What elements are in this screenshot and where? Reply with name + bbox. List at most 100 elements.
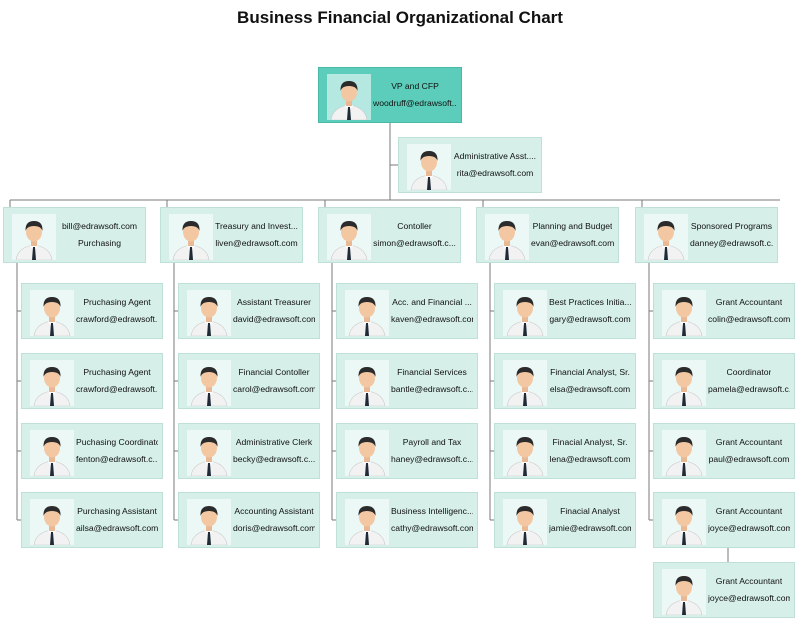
- member-card: Finacial Analyst jamie@edrawsoft.com: [494, 492, 636, 548]
- card-line-2: Purchasing: [78, 238, 121, 248]
- person-avatar-icon: [407, 144, 451, 190]
- card-line-2: haney@edrawsoft.c...: [391, 454, 473, 464]
- member-card: Financial Analyst, Sr.elsa@edrawsoft.com: [494, 353, 636, 409]
- card-line-2: rita@edrawsoft.com: [456, 168, 534, 178]
- member-card: Financial Contoller carol@edrawsoft.com: [178, 353, 320, 409]
- person-avatar-icon: [345, 360, 389, 406]
- card-line-2: lena@edrawsoft.com: [549, 454, 631, 464]
- person-avatar-icon: [345, 430, 389, 476]
- card-line-2: pamela@edrawsoft.c...: [708, 384, 790, 394]
- member-card: Grant Accountant joyce@edrawsoft.com: [653, 492, 795, 548]
- card-line-1: Financial Services: [397, 367, 467, 377]
- department-card: Treasury and Invest...liven@edrawsoft.co…: [160, 207, 303, 263]
- card-line-2: evan@edrawsoft.com: [531, 238, 614, 248]
- card-line-2: joyce@edrawsoft.com: [708, 593, 790, 603]
- member-card: Best Practices Initia... gary@edrawsoft.c…: [494, 283, 636, 339]
- member-card: Coordinator pamela@edrawsoft.c...: [653, 353, 795, 409]
- card-line-1: Business Intelligenc...: [391, 506, 473, 516]
- person-avatar-icon: [187, 360, 231, 406]
- card-line-2: liven@edrawsoft.com: [215, 238, 298, 248]
- card-line-1: Planning and Budget: [532, 221, 613, 231]
- card-line-1: Grant Accountant: [715, 576, 783, 586]
- card-line-2: simon@edrawsoft.c...: [373, 238, 456, 248]
- card-line-1: Grant Accountant: [715, 506, 783, 516]
- card-line-2: danney@edrawsoft.c...: [690, 238, 773, 248]
- person-avatar-icon: [503, 360, 547, 406]
- person-avatar-icon: [503, 290, 547, 336]
- person-avatar-icon: [187, 290, 231, 336]
- person-avatar-icon: [30, 499, 74, 545]
- department-card: Sponsored Programs danney@edrawsoft.c...: [635, 207, 778, 263]
- card-line-1: Purchasing Assistant: [77, 506, 157, 516]
- card-line-1: Coordinator: [726, 367, 772, 377]
- card-line-1: Grant Accountant: [715, 297, 783, 307]
- card-line-1: Administrative Clerk: [235, 437, 313, 447]
- member-card: Purchasing Assistant ailsa@edrawsoft.com: [21, 492, 163, 548]
- member-card: Pruchasing Agent crawford@edrawsoft....: [21, 283, 163, 339]
- card-line-1: Administrative Asst....: [453, 151, 537, 161]
- member-card: Acc. and Financial ... kaven@edrawsoft.co…: [336, 283, 478, 339]
- card-line-2: carol@edrawsoft.com: [233, 384, 315, 394]
- card-line-2: crawford@edrawsoft....: [76, 384, 158, 394]
- department-card: Planning and Budget evan@edrawsoft.com: [476, 207, 619, 263]
- person-avatar-icon: [30, 290, 74, 336]
- card-line-2: becky@edrawsoft.c...: [233, 454, 315, 464]
- person-avatar-icon: [187, 499, 231, 545]
- person-avatar-icon: [30, 360, 74, 406]
- card-line-1: Finacial Analyst, Sr.: [552, 437, 628, 447]
- person-avatar-icon: [12, 214, 56, 260]
- card-line-2: paul@edrawsoft.com: [708, 454, 790, 464]
- person-avatar-icon: [662, 499, 706, 545]
- person-avatar-icon: [503, 499, 547, 545]
- card-line-1: Contoller: [397, 221, 432, 231]
- card-line-1: Finacial Analyst: [560, 506, 620, 516]
- member-card: Financial Services bantle@edrawsoft.c...: [336, 353, 478, 409]
- person-avatar-icon: [662, 290, 706, 336]
- card-line-1: Grant Accountant: [715, 437, 783, 447]
- person-avatar-icon: [662, 430, 706, 476]
- card-line-1: Financial Analyst, Sr.: [550, 367, 630, 377]
- person-avatar-icon: [662, 360, 706, 406]
- card-line-1: Sponsored Programs: [690, 221, 773, 231]
- person-avatar-icon: [169, 214, 213, 260]
- person-avatar-icon: [345, 499, 389, 545]
- member-card: Finacial Analyst, Sr. lena@edrawsoft.com: [494, 423, 636, 479]
- person-avatar-icon: [30, 430, 74, 476]
- person-avatar-icon: [485, 214, 529, 260]
- card-line-1: Financial Contoller: [238, 367, 310, 377]
- card-line-2: colin@edrawsoft.com: [708, 314, 790, 324]
- card-line-1: Best Practices Initia...: [549, 297, 631, 307]
- card-line-2: bantle@edrawsoft.c...: [391, 384, 473, 394]
- card-line-1: Accounting Assistant: [234, 506, 314, 516]
- card-line-2: cathy@edrawsoft.com: [391, 523, 473, 533]
- card-line-2: kaven@edrawsoft.com: [391, 314, 473, 324]
- member-card: Grant Accountant joyce@edrawsoft.com: [653, 562, 795, 618]
- person-avatar-icon: [327, 74, 371, 120]
- card-line-2: doris@edrawsoft.com: [233, 523, 315, 533]
- assistant-card: Administrative Asst.... rita@edrawsoft.co…: [398, 137, 542, 193]
- department-card: Contoller simon@edrawsoft.c...: [318, 207, 461, 263]
- person-avatar-icon: [644, 214, 688, 260]
- member-card: Grant Accountant colin@edrawsoft.com: [653, 283, 795, 339]
- member-card: Grant Accountant paul@edrawsoft.com: [653, 423, 795, 479]
- card-line-1: bill@edrawsoft.com: [61, 221, 138, 231]
- person-avatar-icon: [327, 214, 371, 260]
- person-avatar-icon: [345, 290, 389, 336]
- person-avatar-icon: [187, 430, 231, 476]
- card-line-2: gary@edrawsoft.com: [549, 314, 631, 324]
- card-line-2: jamie@edrawsoft.com: [549, 523, 631, 533]
- member-card: Accounting Assistant doris@edrawsoft.com: [178, 492, 320, 548]
- card-line-2: woodruff@edrawsoft...: [373, 98, 457, 108]
- card-line-1: Acc. and Financial ...: [392, 297, 472, 307]
- card-line-2: ailsa@edrawsoft.com: [76, 523, 158, 533]
- card-line-2: crawford@edrawsoft....: [76, 314, 158, 324]
- card-line-1: Pruchasing Agent: [83, 297, 151, 307]
- card-line-2: joyce@edrawsoft.com: [708, 523, 790, 533]
